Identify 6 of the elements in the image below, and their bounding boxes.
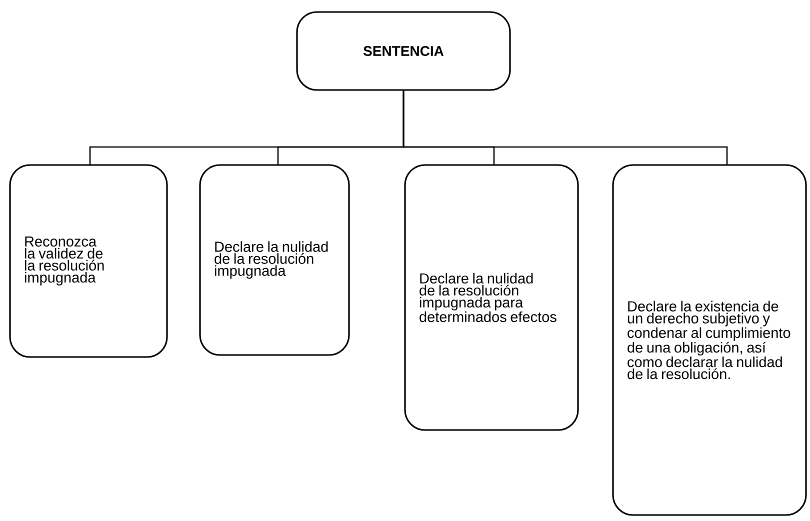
outcome-box: Declare la nulidad de la resolución impugnada <box>199 164 350 356</box>
outcome-box: Reconozca la validez de la resolución impugnada <box>9 164 168 358</box>
title-box: SENTENCIA <box>296 11 511 91</box>
connector-line <box>402 90 728 165</box>
outcome-box: Declare la existencia de un derecho subjetivo y condenar al cumplimiento de una obligación, así como declarar la nulidad de la resolución. <box>612 164 807 516</box>
outcome-box: Declare la nulidad de la resolución impugnada para determinados efectos <box>404 164 579 431</box>
